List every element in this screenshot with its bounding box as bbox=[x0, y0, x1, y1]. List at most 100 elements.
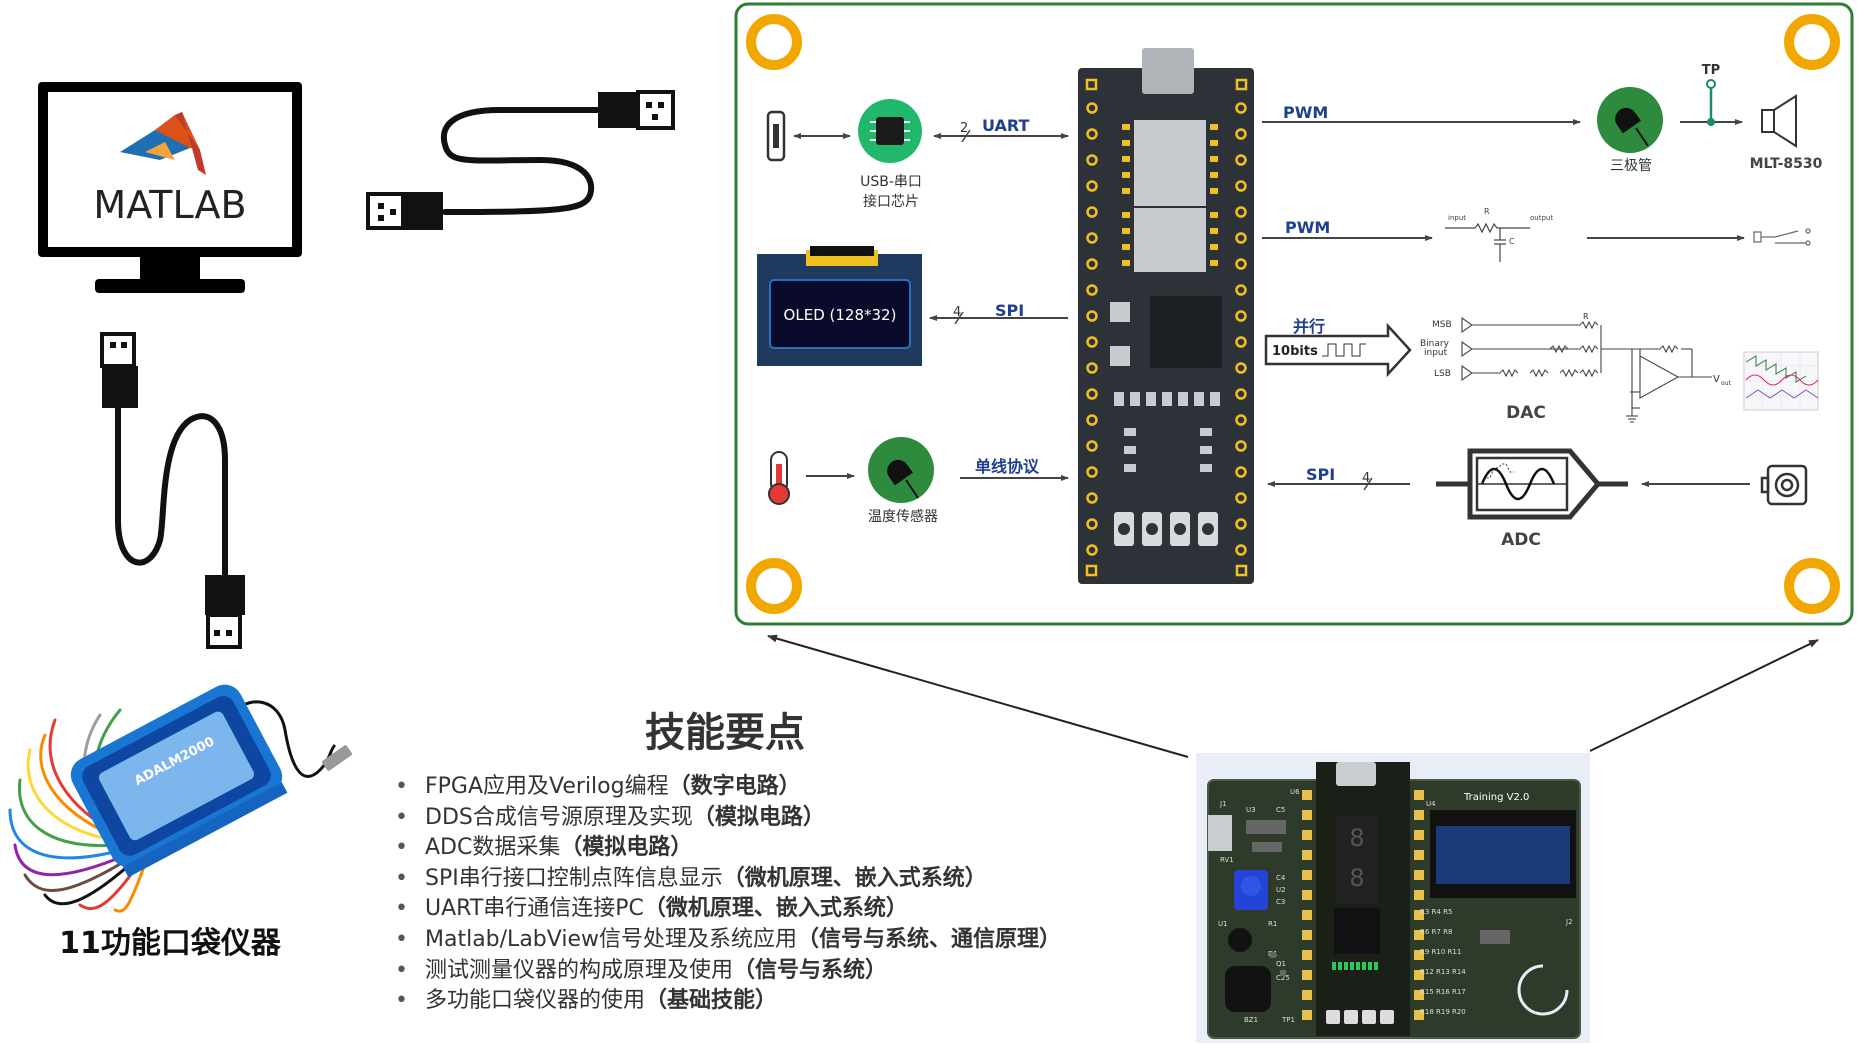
oled-text: OLED (128*32) bbox=[784, 306, 897, 324]
svg-text:U4: U4 bbox=[1426, 800, 1436, 808]
transistor-icon bbox=[1597, 87, 1663, 153]
uart-width: 2 bbox=[960, 121, 968, 136]
svg-text:8: 8 bbox=[1349, 864, 1364, 892]
dac-circuit-icon bbox=[1461, 316, 1712, 423]
svg-text:U2: U2 bbox=[1276, 886, 1286, 894]
onewire-label: 单线协议 bbox=[975, 457, 1040, 476]
usb-plug-b-icon bbox=[403, 192, 443, 230]
speaker-label: MLT-8530 bbox=[1750, 156, 1823, 172]
temp-sensor-label: 温度传感器 bbox=[868, 508, 938, 525]
rc-r-label: R bbox=[1484, 207, 1490, 216]
matlab-brand-text: MATLAB bbox=[93, 183, 246, 227]
usb-plug-d-icon bbox=[205, 575, 245, 615]
list-item: DDS合成信号源原理及实现（模拟电路） bbox=[395, 803, 1115, 834]
item-text: UART串行通信连接PC bbox=[425, 896, 644, 922]
keypoints-section: 技能要点 FPGA应用及Verilog编程（数字电路） DDS合成信号源原理及实… bbox=[395, 700, 1115, 1017]
arrow-to-diagram-left bbox=[767, 634, 1189, 758]
instrument-label: 11功能口袋仪器 bbox=[59, 926, 281, 961]
list-item: 测试测量仪器的构成原理及使用（信号与系统） bbox=[395, 956, 1115, 987]
output-connector-icon bbox=[1753, 228, 1811, 246]
tp-label: TP bbox=[1702, 63, 1720, 78]
arrow-to-diagram-right bbox=[1589, 639, 1819, 752]
svg-text:J2: J2 bbox=[1565, 918, 1573, 926]
dac-label: DAC bbox=[1506, 403, 1546, 423]
list-item: ADC数据采集（模拟电路） bbox=[395, 833, 1115, 864]
svg-text:RV1: RV1 bbox=[1220, 856, 1234, 864]
usb-serial-chip-icon bbox=[858, 99, 922, 163]
mount-hole-icon bbox=[746, 14, 802, 70]
svg-text:R3 R4 R5: R3 R4 R5 bbox=[1420, 908, 1452, 916]
item-text: Matlab/LabView信号处理及系统应用 bbox=[425, 926, 797, 952]
fpga-board-icon bbox=[1078, 48, 1254, 584]
svg-text:C25: C25 bbox=[1276, 974, 1290, 982]
matlab-monitor-icon: MATLAB bbox=[38, 82, 302, 293]
svg-text:Q1: Q1 bbox=[1276, 960, 1286, 968]
mount-hole-icon bbox=[1784, 14, 1840, 70]
matlab-logo bbox=[120, 112, 206, 175]
dac-lsb-label: LSB bbox=[1434, 369, 1451, 379]
svg-text:R9 R10 R11: R9 R10 R11 bbox=[1420, 948, 1461, 956]
item-emphasis: （微机原理、嵌入式系统） bbox=[722, 865, 987, 891]
system-diagram: USB-串口 接口芯片 2 UART OLED (128*32) 4 SPI bbox=[734, 2, 1854, 626]
adc-spi-width: 4 bbox=[1362, 471, 1370, 486]
uart-label: UART bbox=[982, 116, 1029, 135]
svg-text:U1: U1 bbox=[1218, 920, 1228, 928]
usb-cable-horizontal-icon bbox=[440, 107, 603, 215]
rc-filter-icon bbox=[1445, 222, 1530, 262]
svg-text:C4: C4 bbox=[1276, 874, 1286, 882]
item-emphasis: （信号与系统） bbox=[733, 957, 888, 983]
dac-vout-label: V bbox=[1713, 374, 1720, 385]
item-emphasis: （微机原理、嵌入式系统） bbox=[643, 896, 908, 922]
item-emphasis: （信号与系统、通信原理） bbox=[796, 926, 1061, 952]
svg-text:C5: C5 bbox=[1276, 806, 1285, 814]
list-item: SPI串行接口控制点阵信息显示（微机原理、嵌入式系统） bbox=[395, 864, 1115, 895]
item-emphasis: （数字电路） bbox=[668, 774, 801, 799]
item-emphasis: （模拟电路） bbox=[692, 804, 825, 830]
svg-text:R6 R7 R8: R6 R7 R8 bbox=[1420, 928, 1452, 936]
usb-chip-label: USB-串口 bbox=[860, 174, 922, 190]
transistor-label: 三极管 bbox=[1610, 158, 1652, 174]
svg-text:R18 R19 R20: R18 R19 R20 bbox=[1420, 1008, 1466, 1016]
item-text: SPI串行接口控制点阵信息显示 bbox=[425, 865, 723, 891]
item-emphasis: （基础技能） bbox=[645, 988, 778, 1014]
svg-text:J1: J1 bbox=[1219, 800, 1227, 808]
adc-block-icon bbox=[1436, 448, 1628, 520]
list-item: UART串行通信连接PC（微机原理、嵌入式系统） bbox=[395, 894, 1115, 925]
adc-label: ADC bbox=[1501, 530, 1541, 550]
usb-cable-vertical-icon bbox=[115, 402, 228, 581]
svg-text:R15 R16 R17: R15 R16 R17 bbox=[1420, 988, 1466, 996]
svg-text:8: 8 bbox=[1349, 824, 1364, 852]
svg-text:R1: R1 bbox=[1268, 920, 1277, 928]
item-text: FPGA应用及Verilog编程 bbox=[425, 774, 669, 799]
rc-output-label: output bbox=[1530, 214, 1553, 222]
rc-c-label: C bbox=[1509, 237, 1515, 246]
svg-text:BZ1: BZ1 bbox=[1244, 1016, 1258, 1024]
item-text: ADC数据采集 bbox=[425, 835, 561, 861]
dac-binary-label: Binary bbox=[1420, 339, 1450, 349]
list-item: 多功能口袋仪器的使用（基础技能） bbox=[395, 986, 1115, 1017]
pwm2-label: PWM bbox=[1285, 218, 1330, 237]
potentiometer-icon bbox=[1760, 464, 1808, 506]
pwm1-label: PWM bbox=[1283, 103, 1328, 122]
thermometer-icon bbox=[768, 451, 790, 505]
parallel-bus-arrow-icon bbox=[1264, 322, 1412, 378]
item-text: 测试测量仪器的构成原理及使用 bbox=[425, 957, 734, 983]
bits-label: 10bits bbox=[1272, 344, 1318, 359]
item-text: 多功能口袋仪器的使用 bbox=[425, 988, 646, 1014]
svg-text:C3: C3 bbox=[1276, 898, 1285, 906]
parallel-label: 并行 bbox=[1293, 317, 1325, 336]
spi-width: 4 bbox=[953, 305, 961, 320]
keypoints-title: 技能要点 bbox=[645, 710, 805, 756]
oled-display-icon: OLED (128*32) bbox=[757, 246, 922, 366]
micro-usb-port-icon bbox=[766, 110, 786, 162]
svg-text:U3: U3 bbox=[1246, 806, 1256, 814]
temperature-sensor-icon bbox=[868, 437, 934, 503]
speaker-icon bbox=[1761, 94, 1797, 148]
usb-plug-a-icon bbox=[598, 92, 638, 128]
scope-waveform-icon bbox=[1743, 351, 1819, 411]
mount-hole-icon bbox=[1784, 558, 1840, 614]
svg-text:TP1: TP1 bbox=[1281, 1016, 1295, 1024]
list-item: Matlab/LabView信号处理及系统应用（信号与系统、通信原理） bbox=[395, 925, 1115, 956]
